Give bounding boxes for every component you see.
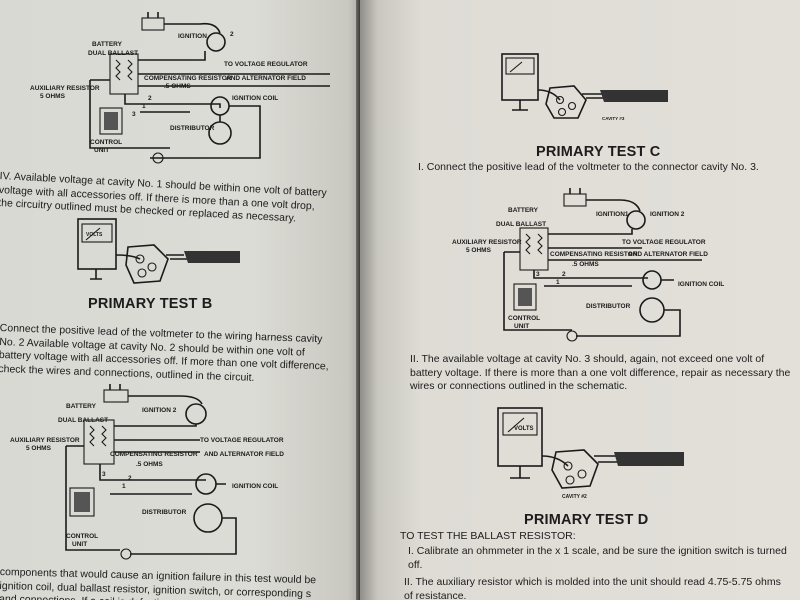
paragraph-test-d-title: TO TEST THE BALLAST RESISTOR: xyxy=(400,530,576,542)
diagram3-control-label: CONTROL xyxy=(508,315,540,322)
paragraph-test-b: Connect the positive lead of the voltmet… xyxy=(0,322,329,384)
diagram1-auxiliary-resistor-label: AUXILIARY RESISTOR xyxy=(30,85,100,92)
meter-d-volts-label: VOLTS xyxy=(514,426,534,432)
voltmeter-illustration-top: CAVITY #3 xyxy=(501,53,668,121)
voltmeter-illustration-d: VOLTS CAVITY #2 xyxy=(497,407,684,500)
diagram1-aux-ohms-label: 5 OHMS xyxy=(40,93,66,100)
diagram3-battery-label: BATTERY xyxy=(508,207,539,214)
meter-top-cavity-label: CAVITY #3 xyxy=(602,116,625,121)
diagram3-num-3: 3 xyxy=(536,271,540,278)
diagram1-ignition-coil-label: IGNITION COIL xyxy=(232,95,278,102)
diagram1-voltage-regulator-label: TO VOLTAGE REGULATOR xyxy=(224,61,308,68)
wiring-diagram-top-left: BATTERY IGNITION 2 DUAL BALLAST TO VOLTA… xyxy=(30,12,330,164)
diagram2-alternator-field-label: AND ALTERNATOR FIELD xyxy=(204,451,284,458)
paragraph-bottom-left: components that would cause an ignition … xyxy=(0,566,317,600)
diagram2-num-2: 2 xyxy=(128,475,132,482)
diagram3-compensating-resistor-label: COMPENSATING RESISTOR xyxy=(550,251,638,258)
meter-b-volts-label: VOLTS xyxy=(86,232,103,238)
heading-primary-test-c: PRIMARY TEST C xyxy=(536,144,661,160)
diagram2-comp-ohms-label: .5 OHMS xyxy=(136,461,163,468)
diagram2-num-3: 3 xyxy=(102,471,106,478)
diagram1-ignition-label: IGNITION xyxy=(178,33,207,40)
diagram2-unit-label: UNIT xyxy=(72,541,87,548)
diagram2-ignition-coil-label: IGNITION COIL xyxy=(232,483,278,490)
diagram3-ignition1-label: IGNITION1 xyxy=(596,211,629,218)
diagram1-num-1: 1 xyxy=(142,103,146,110)
diagram1-battery-label: BATTERY xyxy=(92,41,123,48)
diagram1-ignition-number: 2 xyxy=(230,31,234,38)
wiring-diagram-bottom-left: BATTERY IGNITION 2 DUAL BALLAST AUXILIAR… xyxy=(10,384,284,560)
diagram3-comp-ohms-label: .5 OHMS xyxy=(572,261,599,268)
diagram3-voltage-regulator-label: TO VOLTAGE REGULATOR xyxy=(622,239,706,246)
diagram1-compensating-resistor-label: COMPENSATING RESISTOR xyxy=(144,75,232,82)
diagram1-num-2: 2 xyxy=(148,95,152,102)
diagram2-distributor-label: DISTRIBUTOR xyxy=(142,509,187,516)
diagram2-voltage-regulator-label: TO VOLTAGE REGULATOR xyxy=(200,437,284,444)
diagram3-auxiliary-resistor-label: AUXILIARY RESISTOR xyxy=(452,239,522,246)
heading-primary-test-d: PRIMARY TEST D xyxy=(524,512,649,528)
diagram3-aux-ohms-label: 5 OHMS xyxy=(466,247,492,254)
diagram3-ignition-coil-label: IGNITION COIL xyxy=(678,281,724,288)
voltmeter-illustration-b: VOLTS xyxy=(77,218,240,284)
diagram3-distributor-label: DISTRIBUTOR xyxy=(586,303,631,310)
diagram1-dual-ballast-label: DUAL BALLAST xyxy=(88,50,138,57)
wiring-diagram-right: BATTERY IGNITION1 IGNITION 2 DUAL BALLAS… xyxy=(452,188,724,342)
diagram3-alternator-field-label: AND ALTERNATOR FIELD xyxy=(628,251,708,258)
diagram3-num-2: 2 xyxy=(562,271,566,278)
diagram1-comp-ohms-label: .5 OHMS xyxy=(164,83,191,90)
diagram2-control-label: CONTROL xyxy=(66,533,98,540)
diagram3-num-1: 1 xyxy=(556,279,560,286)
diagram2-battery-label: BATTERY xyxy=(66,403,97,410)
diagram1-unit-label: UNIT xyxy=(94,147,109,154)
diagram1-distributor-label: DISTRIBUTOR xyxy=(170,125,215,132)
diagram3-dual-ballast-label: DUAL BALLAST xyxy=(496,221,546,228)
paragraph-test-c-2: II. The available voltage at cavity No. … xyxy=(410,353,791,392)
diagram2-num-1: 1 xyxy=(122,483,126,490)
diagram1-alternator-field-label: AND ALTERNATOR FIELD xyxy=(226,75,306,82)
paragraph-test-d-1: I. Calibrate an ohmmeter in the x 1 scal… xyxy=(408,545,787,571)
diagram2-auxiliary-resistor-label: AUXILIARY RESISTOR xyxy=(10,437,80,444)
heading-primary-test-b: PRIMARY TEST B xyxy=(88,296,213,312)
diagram3-ignition2-label: IGNITION 2 xyxy=(650,211,685,218)
diagram2-aux-ohms-label: 5 OHMS xyxy=(26,445,52,452)
diagram1-control-label: CONTROL xyxy=(90,139,122,146)
paragraph-test-c-1: I. Connect the positive lead of the volt… xyxy=(418,161,759,173)
diagram3-unit-label: UNIT xyxy=(514,323,529,330)
right-page: CAVITY #3 PRIMARY TEST C I. Connect the … xyxy=(360,0,800,600)
diagram2-dual-ballast-label: DUAL BALLAST xyxy=(58,417,108,424)
meter-d-cavity-label: CAVITY #2 xyxy=(562,494,587,500)
left-page: BATTERY IGNITION 2 DUAL BALLAST TO VOLTA… xyxy=(0,0,362,600)
paragraph-test-d-2: II. The auxiliary resistor which is mold… xyxy=(404,576,781,600)
diagram1-num-3: 3 xyxy=(132,111,136,118)
diagram2-ignition-label: IGNITION 2 xyxy=(142,407,177,414)
diagram2-compensating-resistor-label: COMPENSATING RESISTOR xyxy=(110,451,198,458)
